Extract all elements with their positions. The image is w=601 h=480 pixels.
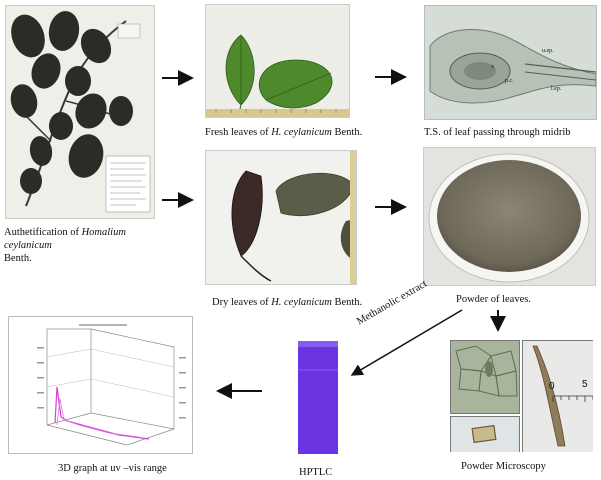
fresh-leaves-caption: Fresh leaves of H. ceylanicum Benth. (205, 127, 363, 138)
dry-leaves-caption: Dry leaves of H. ceylanicum Benth. (212, 297, 363, 308)
ts-label-lower-epidermis: l.ep. (551, 86, 562, 92)
graph-caption: 3D graph at uv –vis range (58, 463, 167, 474)
powder-microscopy-image: 0 5 (450, 340, 593, 452)
uv-vis-3d-graph-image (8, 316, 193, 454)
ts-label-upper-epidermis: u.ep. (542, 48, 554, 54)
microscopy-caption: Powder Microscopy (461, 461, 546, 472)
powder-caption: Powder of leaves. (456, 294, 531, 305)
hptlc-caption: HPTLC (299, 467, 333, 478)
dry-leaves-image (205, 150, 357, 285)
scale-label-five: 5 (582, 379, 588, 390)
scale-label-zero: 0 (549, 381, 555, 392)
herbarium-caption: Authetification of Homalium ceylanicum B… (4, 227, 126, 264)
hptlc-plate-image (298, 341, 338, 454)
leaf-powder-image (423, 147, 596, 286)
leaf-transverse-section-image: u.ep. l.ep. x p.c. (424, 5, 597, 120)
herbarium-specimen-image (5, 5, 155, 219)
fresh-leaves-image (205, 4, 350, 118)
ts-label-parenchyma: p.c. (505, 78, 514, 84)
ts-caption: T.S. of leaf passing through midrib (424, 127, 571, 138)
ts-label-xylem: x (491, 64, 494, 70)
